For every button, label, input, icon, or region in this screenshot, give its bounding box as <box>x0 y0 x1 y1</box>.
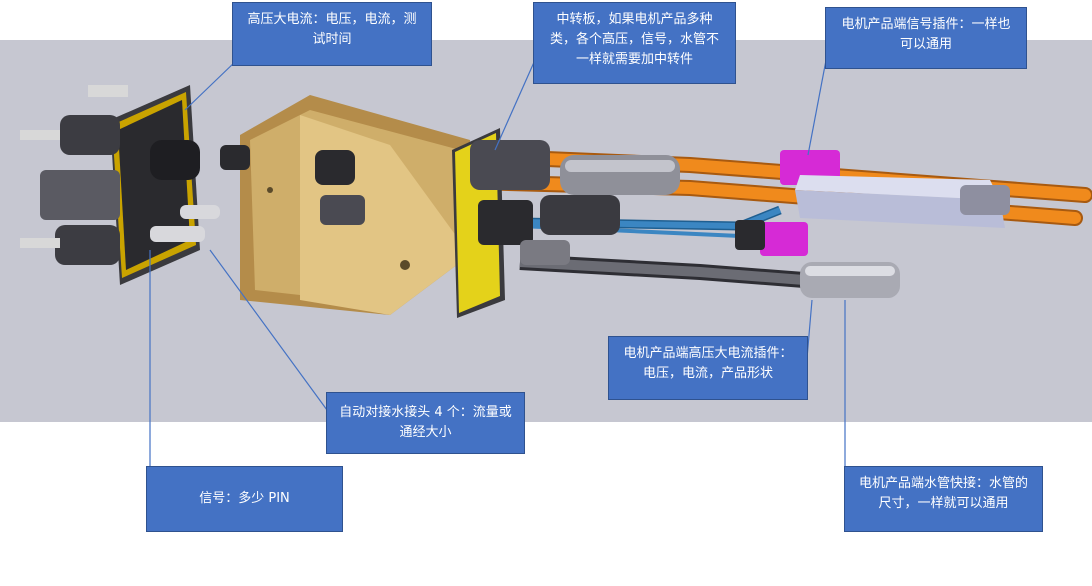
product-side-cylinders <box>540 155 900 298</box>
hv-product-connector <box>795 175 1010 228</box>
callout-adapter-plate-text: 中转板，如果电机产品多种类，各个高压，信号，水管不一样就需要加中转件 <box>549 12 719 67</box>
callout-hv-left-text: 高压大电流：电压，电流，测试时间 <box>247 12 417 47</box>
callout-signal-connector: 电机产品端信号插件：一样也可以通用 <box>825 7 1027 69</box>
left-connector-plate <box>20 85 220 285</box>
block-connectors <box>220 145 365 225</box>
gray-water-hose <box>519 254 831 290</box>
callout-water-product-text: 电机产品端水管快接：水管的尺寸，一样就可以通用 <box>858 476 1028 511</box>
callout-signal-pin-text: 信号：多少 PIN <box>199 491 290 506</box>
callout-adapter-plate: 中转板，如果电机产品多种类，各个高压，信号，水管不一样就需要加中转件 <box>533 2 736 84</box>
adapter-plate <box>452 128 570 318</box>
callout-hv-product: 电机产品端高压大电流插件：电压，电流，产品形状 <box>608 336 808 400</box>
callout-water-auto-text: 自动对接水接头 4 个：流量或通经大小 <box>339 405 512 440</box>
callout-signal-connector-text: 电机产品端信号插件：一样也可以通用 <box>841 17 1011 52</box>
callout-signal-pin: 信号：多少 PIN <box>146 466 343 532</box>
leader-lines <box>149 54 846 468</box>
callout-water-product: 电机产品端水管快接：水管的尺寸，一样就可以通用 <box>844 466 1043 532</box>
callout-water-auto: 自动对接水接头 4 个：流量或通经大小 <box>326 392 525 454</box>
callout-hv-left: 高压大电流：电压，电流，测试时间 <box>232 2 432 66</box>
callout-hv-product-text: 电机产品端高压大电流插件：电压，电流，产品形状 <box>623 346 793 381</box>
